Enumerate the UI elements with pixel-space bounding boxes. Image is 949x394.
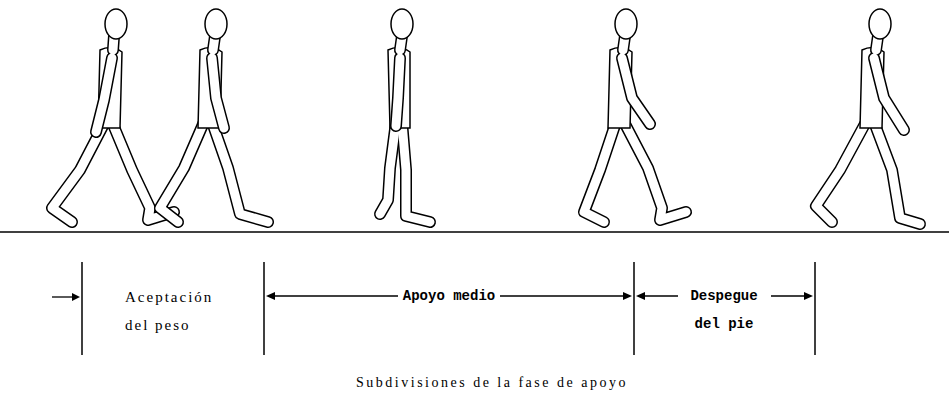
phase-label: Despegue del pie [678,282,771,338]
figure-caption: Subdivisiones de la fase de apoyo [356,374,628,392]
walking-figure [160,9,268,222]
walking-figure [52,9,174,222]
phase-label: Apoyo medio [398,286,500,306]
phase-label: Aceptación del peso [125,283,230,339]
phase-tick [82,262,815,355]
walking-figure [584,9,686,222]
walking-figure [380,9,430,222]
ground-line [0,231,949,233]
walking-figure [816,9,920,224]
